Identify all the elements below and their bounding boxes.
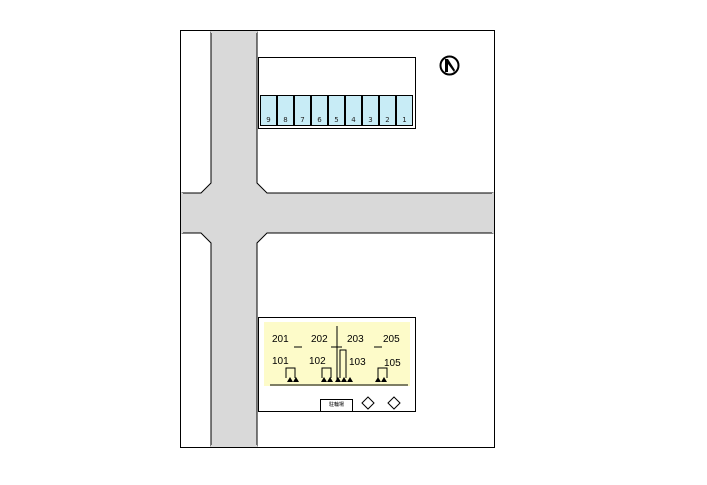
parking-space-label: 9 — [266, 116, 271, 124]
parking-space: 1 — [396, 95, 413, 126]
parking-space-label: 5 — [334, 116, 339, 124]
parking-space: 8 — [277, 95, 294, 126]
parking-space: 4 — [345, 95, 362, 126]
parking-space-label: 3 — [368, 116, 373, 124]
parking-space: 5 — [328, 95, 345, 126]
parking-space-label: 4 — [351, 116, 356, 124]
parking-space-label: 2 — [385, 116, 390, 124]
parking-space-label: 8 — [283, 116, 288, 124]
marker-diamond-icon — [361, 396, 375, 410]
parking-space: 6 — [311, 95, 328, 126]
parking-space: 7 — [294, 95, 311, 126]
marker-diamond-icon — [387, 396, 401, 410]
bicycle-parking-sign: 駐輪場 — [320, 399, 353, 412]
north-arrow-icon — [439, 55, 460, 76]
unit-label: 203 — [347, 334, 364, 345]
parking-space: 2 — [379, 95, 396, 126]
unit-label: 105 — [384, 358, 401, 369]
unit-label: 102 — [309, 356, 326, 367]
unit-label: 202 — [311, 334, 328, 345]
parking-space: 3 — [362, 95, 379, 126]
parking-space-label: 7 — [300, 116, 305, 124]
parking-space: 9 — [260, 95, 277, 126]
unit-label: 205 — [383, 334, 400, 345]
parking-space-label: 1 — [402, 116, 407, 124]
unit-label: 201 — [272, 334, 289, 345]
unit-label: 103 — [349, 357, 366, 368]
parking-space-label: 6 — [317, 116, 322, 124]
unit-label: 101 — [272, 356, 289, 367]
